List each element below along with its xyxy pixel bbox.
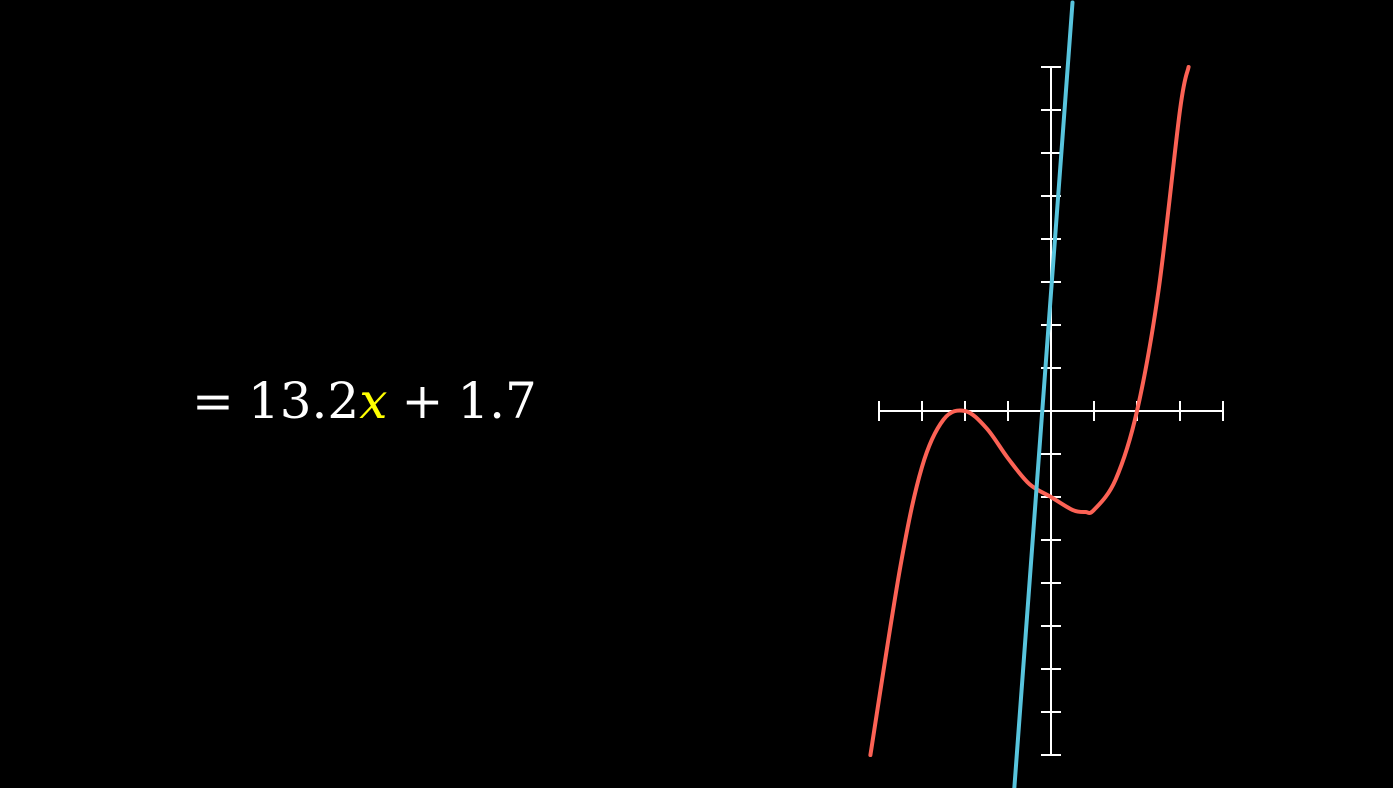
equation: =13.2x+1.7 — [192, 376, 537, 426]
plus-sign: + — [401, 372, 444, 430]
curves — [868, 0, 1191, 788]
cubic-curve — [868, 65, 1191, 757]
constant: 1.7 — [457, 372, 537, 430]
equals-sign: = — [192, 372, 234, 430]
coefficient: 13.2 — [247, 372, 360, 430]
tangent-line — [1012, 0, 1075, 788]
variable-x: x — [359, 372, 388, 430]
